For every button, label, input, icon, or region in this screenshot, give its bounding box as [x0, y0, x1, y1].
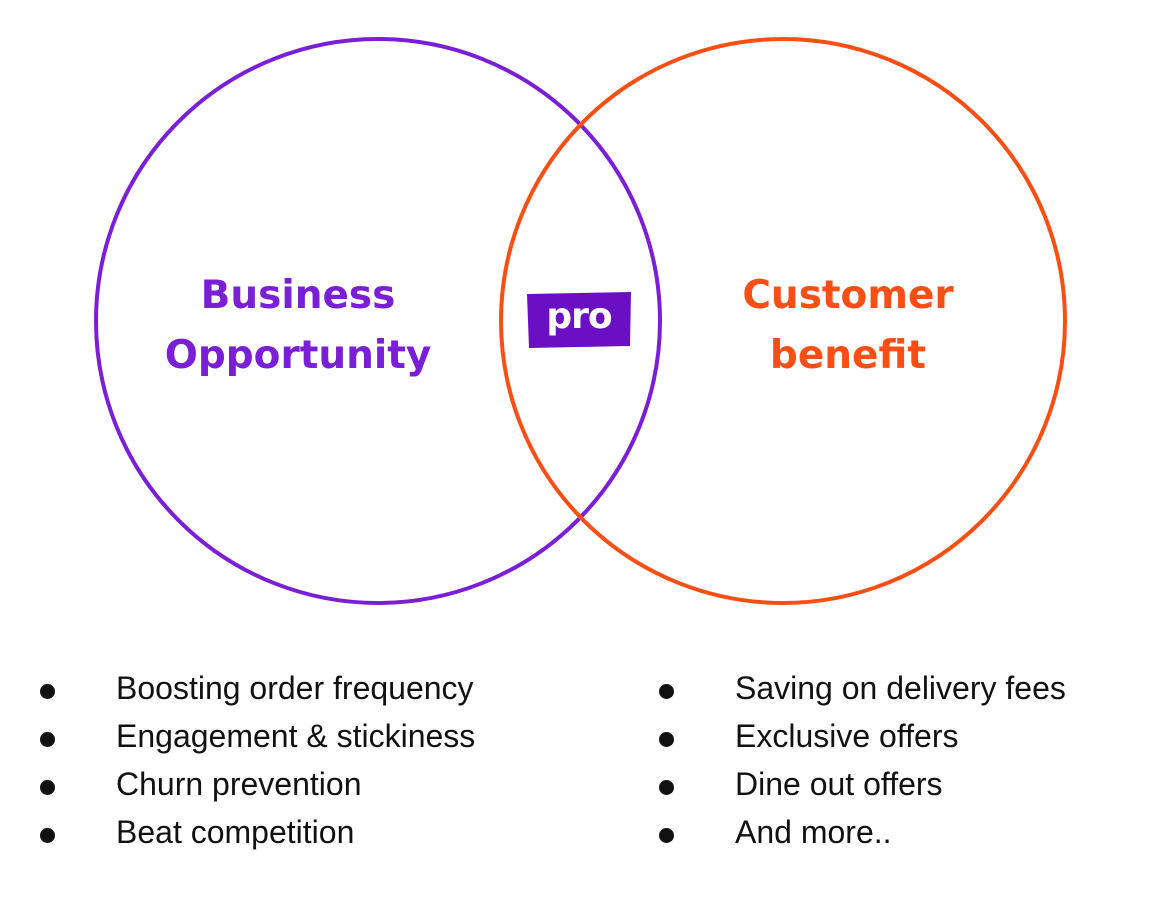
bullet-icon	[659, 780, 674, 795]
list-item-text: Dine out offers	[735, 766, 943, 802]
bullet-icon	[40, 684, 55, 699]
list-item-text: Exclusive offers	[735, 718, 959, 754]
pro-badge-text: pro	[546, 296, 612, 337]
bullet-icon	[659, 828, 674, 843]
bullet-icon	[659, 684, 674, 699]
bullet-icon	[40, 780, 55, 795]
list-item-text: Beat competition	[116, 814, 355, 850]
bullet-icon	[659, 732, 674, 747]
bullet-icon	[40, 828, 55, 843]
customer-benefit-label: Customer benefit	[742, 273, 954, 378]
list-item-text: Engagement & stickiness	[116, 718, 476, 754]
list-item-text: And more..	[735, 814, 892, 850]
bullet-icon	[40, 732, 55, 747]
list-item-text: Saving on delivery fees	[735, 670, 1066, 706]
venn-diagram	[94, 37, 1067, 605]
pro-badge-shape	[527, 292, 631, 348]
business-circle	[94, 37, 662, 605]
pro-badge: pro	[527, 292, 631, 348]
list-item-text: Churn prevention	[116, 766, 362, 802]
customer-circle	[499, 37, 1067, 605]
list-item-text: Boosting order frequency	[116, 670, 474, 706]
business-opportunity-label: Business Opportunity	[164, 273, 432, 378]
